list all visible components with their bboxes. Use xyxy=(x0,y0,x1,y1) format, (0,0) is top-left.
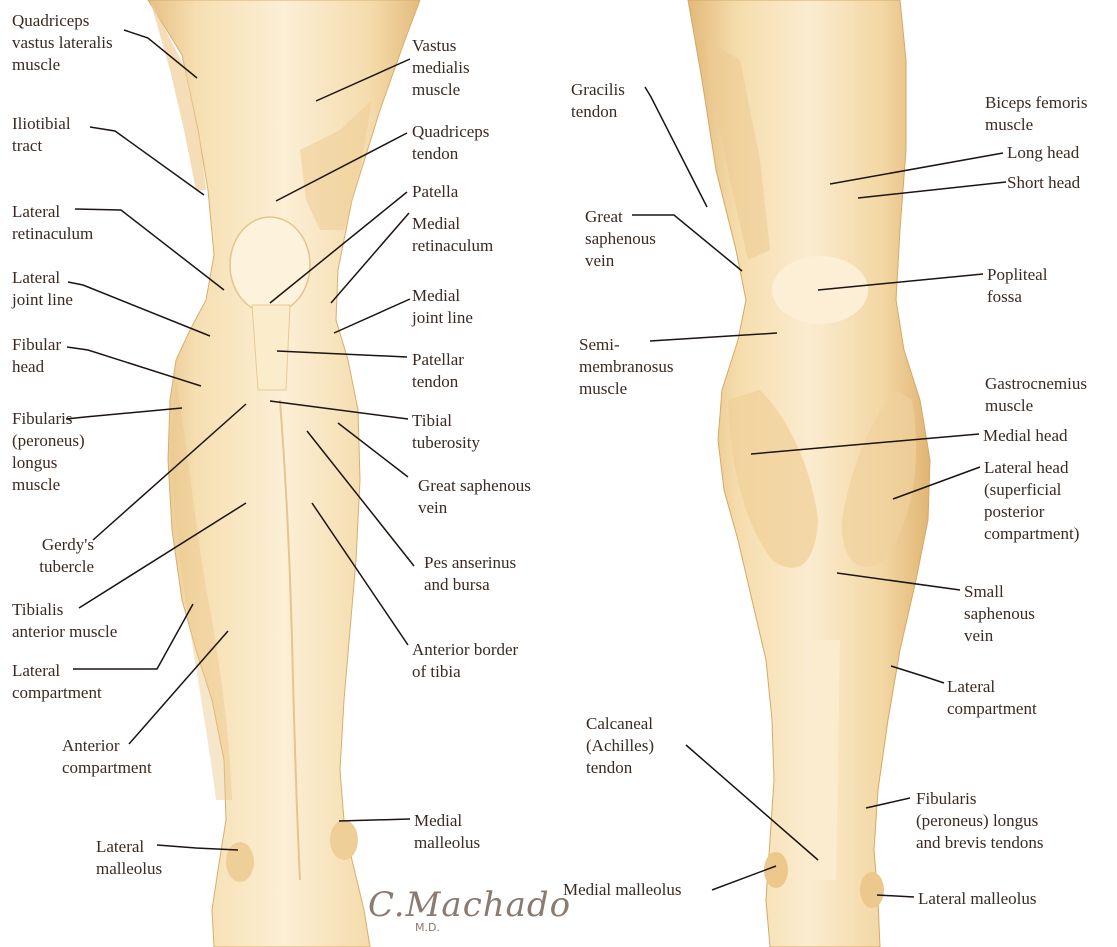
label-lateral-malleolus: Lateral malleolus xyxy=(96,836,162,880)
label-vastus-medialis: Vastus medialis muscle xyxy=(412,35,470,101)
label-lateral-retinaculum: Lateral retinaculum xyxy=(12,201,93,245)
label-anterior-border-tibia: Anterior border of tibia xyxy=(412,639,518,683)
leader-lateral-joint-line xyxy=(68,282,210,336)
leader-gracilis-tendon xyxy=(645,87,707,207)
label-anterior-compartment: Anterior compartment xyxy=(62,735,152,779)
label-quadriceps-tendon: Quadriceps tendon xyxy=(412,121,489,165)
leader-medial-joint-line xyxy=(334,299,410,333)
label-popliteal-fossa: Popliteal fossa xyxy=(987,264,1047,308)
label-long-head: Long head xyxy=(1007,142,1079,164)
patellar-tendon-shape xyxy=(252,305,290,390)
label-pes-anserinus: Pes anserinus and bursa xyxy=(424,552,516,596)
leader-lateral-compartment-posterior xyxy=(891,666,944,683)
patella-shape xyxy=(230,217,310,313)
label-medial-retinaculum: Medial retinaculum xyxy=(412,213,493,257)
label-biceps-femoris: Biceps femoris muscle xyxy=(985,92,1087,136)
posterior-leg-illustration xyxy=(688,0,930,947)
label-fibular-head: Fibular head xyxy=(12,334,61,378)
label-lateral-compartment-posterior: Lateral compartment xyxy=(947,676,1037,720)
label-fibularis-tendons: Fibularis (peroneus) longus and brevis t… xyxy=(916,788,1043,854)
artist-degree: M.D. xyxy=(415,921,440,934)
label-medial-joint-line: Medial joint line xyxy=(412,285,473,329)
label-short-head: Short head xyxy=(1007,172,1080,194)
label-semimembranosus: Semi- membranosus muscle xyxy=(579,334,673,400)
label-great-saphenous-vein-posterior: Great saphenous vein xyxy=(585,206,656,272)
label-quadriceps-vastus-lateralis: Quadriceps vastus lateralis muscle xyxy=(12,10,113,76)
label-small-saphenous-vein: Small saphenous vein xyxy=(964,581,1035,647)
label-gastrocnemius: Gastrocnemius muscle xyxy=(985,373,1087,417)
lateral-malleolus-shape xyxy=(226,842,254,882)
label-medial-malleolus-posterior: Medial malleolus xyxy=(563,879,682,901)
label-lateral-compartment: Lateral compartment xyxy=(12,660,102,704)
label-medial-malleolus: Medial malleolus xyxy=(414,810,480,854)
label-patella: Patella xyxy=(412,181,458,203)
medial-malleolus-shape xyxy=(330,820,358,860)
label-iliotibial-tract: Iliotibial tract xyxy=(12,113,71,157)
leader-lateral-retinaculum xyxy=(75,209,224,290)
anterior-leg-illustration xyxy=(148,0,420,947)
label-gracilis-tendon: Gracilis tendon xyxy=(571,79,625,123)
label-patellar-tendon: Patellar tendon xyxy=(412,349,464,393)
label-lateral-malleolus-posterior: Lateral malleolus xyxy=(918,888,1036,910)
posterior-medial-malleolus-shape xyxy=(764,852,788,888)
artist-signature: C.Machado xyxy=(368,885,571,925)
label-tibialis-anterior: Tibialis anterior muscle xyxy=(12,599,117,643)
label-lateral-head: Lateral head (superficial posterior comp… xyxy=(984,457,1079,545)
label-fibularis-longus: Fibularis (peroneus) longus muscle xyxy=(12,408,85,496)
label-lateral-joint-line: Lateral joint line xyxy=(12,267,73,311)
label-calcaneal-tendon: Calcaneal (Achilles) tendon xyxy=(586,713,654,779)
label-gerdys-tubercle: Gerdy's tubercle xyxy=(14,534,94,578)
label-tibial-tuberosity: Tibial tuberosity xyxy=(412,410,480,454)
posterior-lateral-malleolus-shape xyxy=(860,872,884,908)
label-great-saphenous-vein: Great saphenous vein xyxy=(418,475,531,519)
label-medial-head: Medial head xyxy=(983,425,1068,447)
leader-medial-malleolus xyxy=(339,819,410,821)
